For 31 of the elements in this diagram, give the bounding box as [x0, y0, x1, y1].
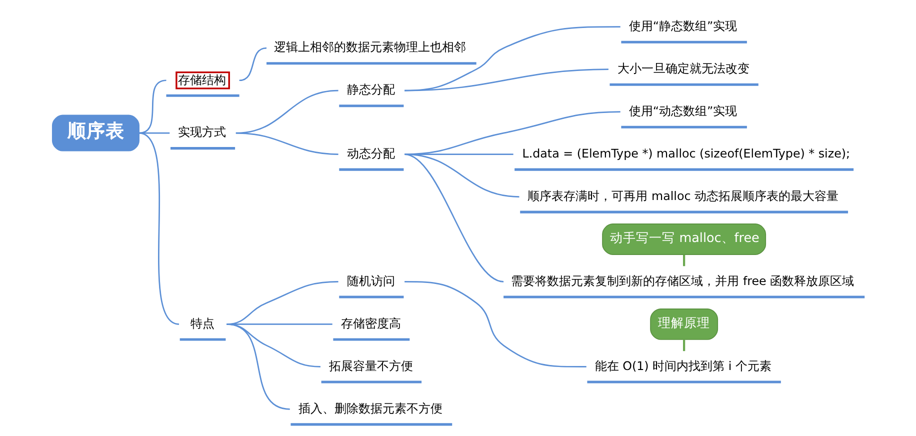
node-text: 大小一旦确定就无法改变 — [616, 61, 749, 76]
node-text: L.data = (ElemType *) malloc (sizeof(ElemType) * size); — [522, 146, 850, 160]
node-box: 动手写一写 malloc、free — [602, 224, 766, 255]
connector — [682, 340, 685, 352]
node-text: 随机访问 — [346, 274, 394, 288]
node-text: 能在 O(1) 时间内找到第 i 个元素 — [594, 358, 771, 373]
node-text: 逻辑上相邻的数据元素物理上也相邻 — [274, 40, 466, 54]
connector — [235, 132, 338, 155]
node-text: 特点 — [190, 316, 214, 330]
node-box: 理解原理 — [650, 308, 718, 340]
node-text: 动态分配 — [346, 146, 394, 160]
connector — [138, 80, 166, 134]
node-text: 实现方式 — [178, 125, 226, 140]
connector — [226, 324, 290, 410]
node-text: 插入、删除数据元素不方便 — [298, 401, 442, 416]
node-text: 使用“动态数组”实现 — [628, 104, 737, 118]
node-text: 使用“静态数组”实现 — [628, 18, 737, 33]
connector — [404, 26, 620, 92]
connector — [404, 68, 608, 92]
node-text: 存储密度高 — [340, 316, 400, 330]
connector — [138, 132, 179, 325]
connector — [404, 154, 504, 282]
connector — [238, 47, 266, 82]
node-text: 静态分配 — [346, 82, 394, 97]
connector — [404, 281, 586, 368]
node-text: 需要将数据元素复制到新的存储区域，并用 free 函数释放原区域 — [510, 274, 854, 288]
node-box: 顺序表 — [51, 114, 139, 152]
node-text: 拓展容量不方便 — [328, 358, 412, 373]
connector — [682, 254, 685, 266]
connector — [404, 154, 519, 198]
node-text: 顺序表存满时，可再用 malloc 动态拓展顺序表的最大容量 — [527, 188, 838, 203]
